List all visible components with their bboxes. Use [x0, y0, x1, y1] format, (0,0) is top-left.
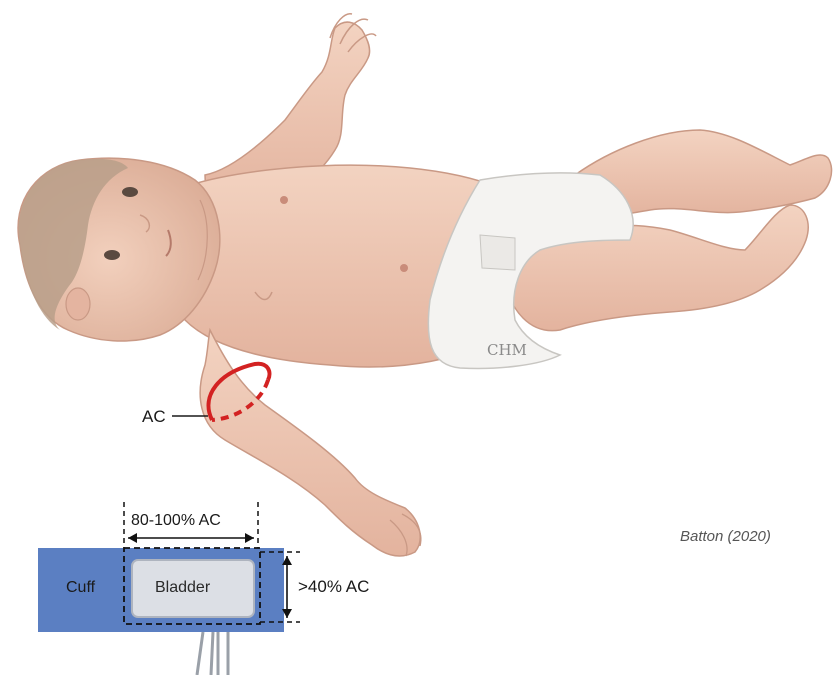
cuff-tubes	[197, 632, 228, 675]
citation: Batton (2020)	[680, 528, 771, 545]
cuff-label: Cuff	[66, 579, 95, 597]
artist-signature: CHM	[487, 341, 527, 359]
bladder-height-label: >40% AC	[298, 577, 369, 597]
ac-label: AC	[142, 407, 166, 427]
bladder-label: Bladder	[155, 579, 210, 597]
cuff-width-label: 80-100% AC	[131, 512, 221, 530]
infant-illustration: CHM	[18, 14, 831, 556]
